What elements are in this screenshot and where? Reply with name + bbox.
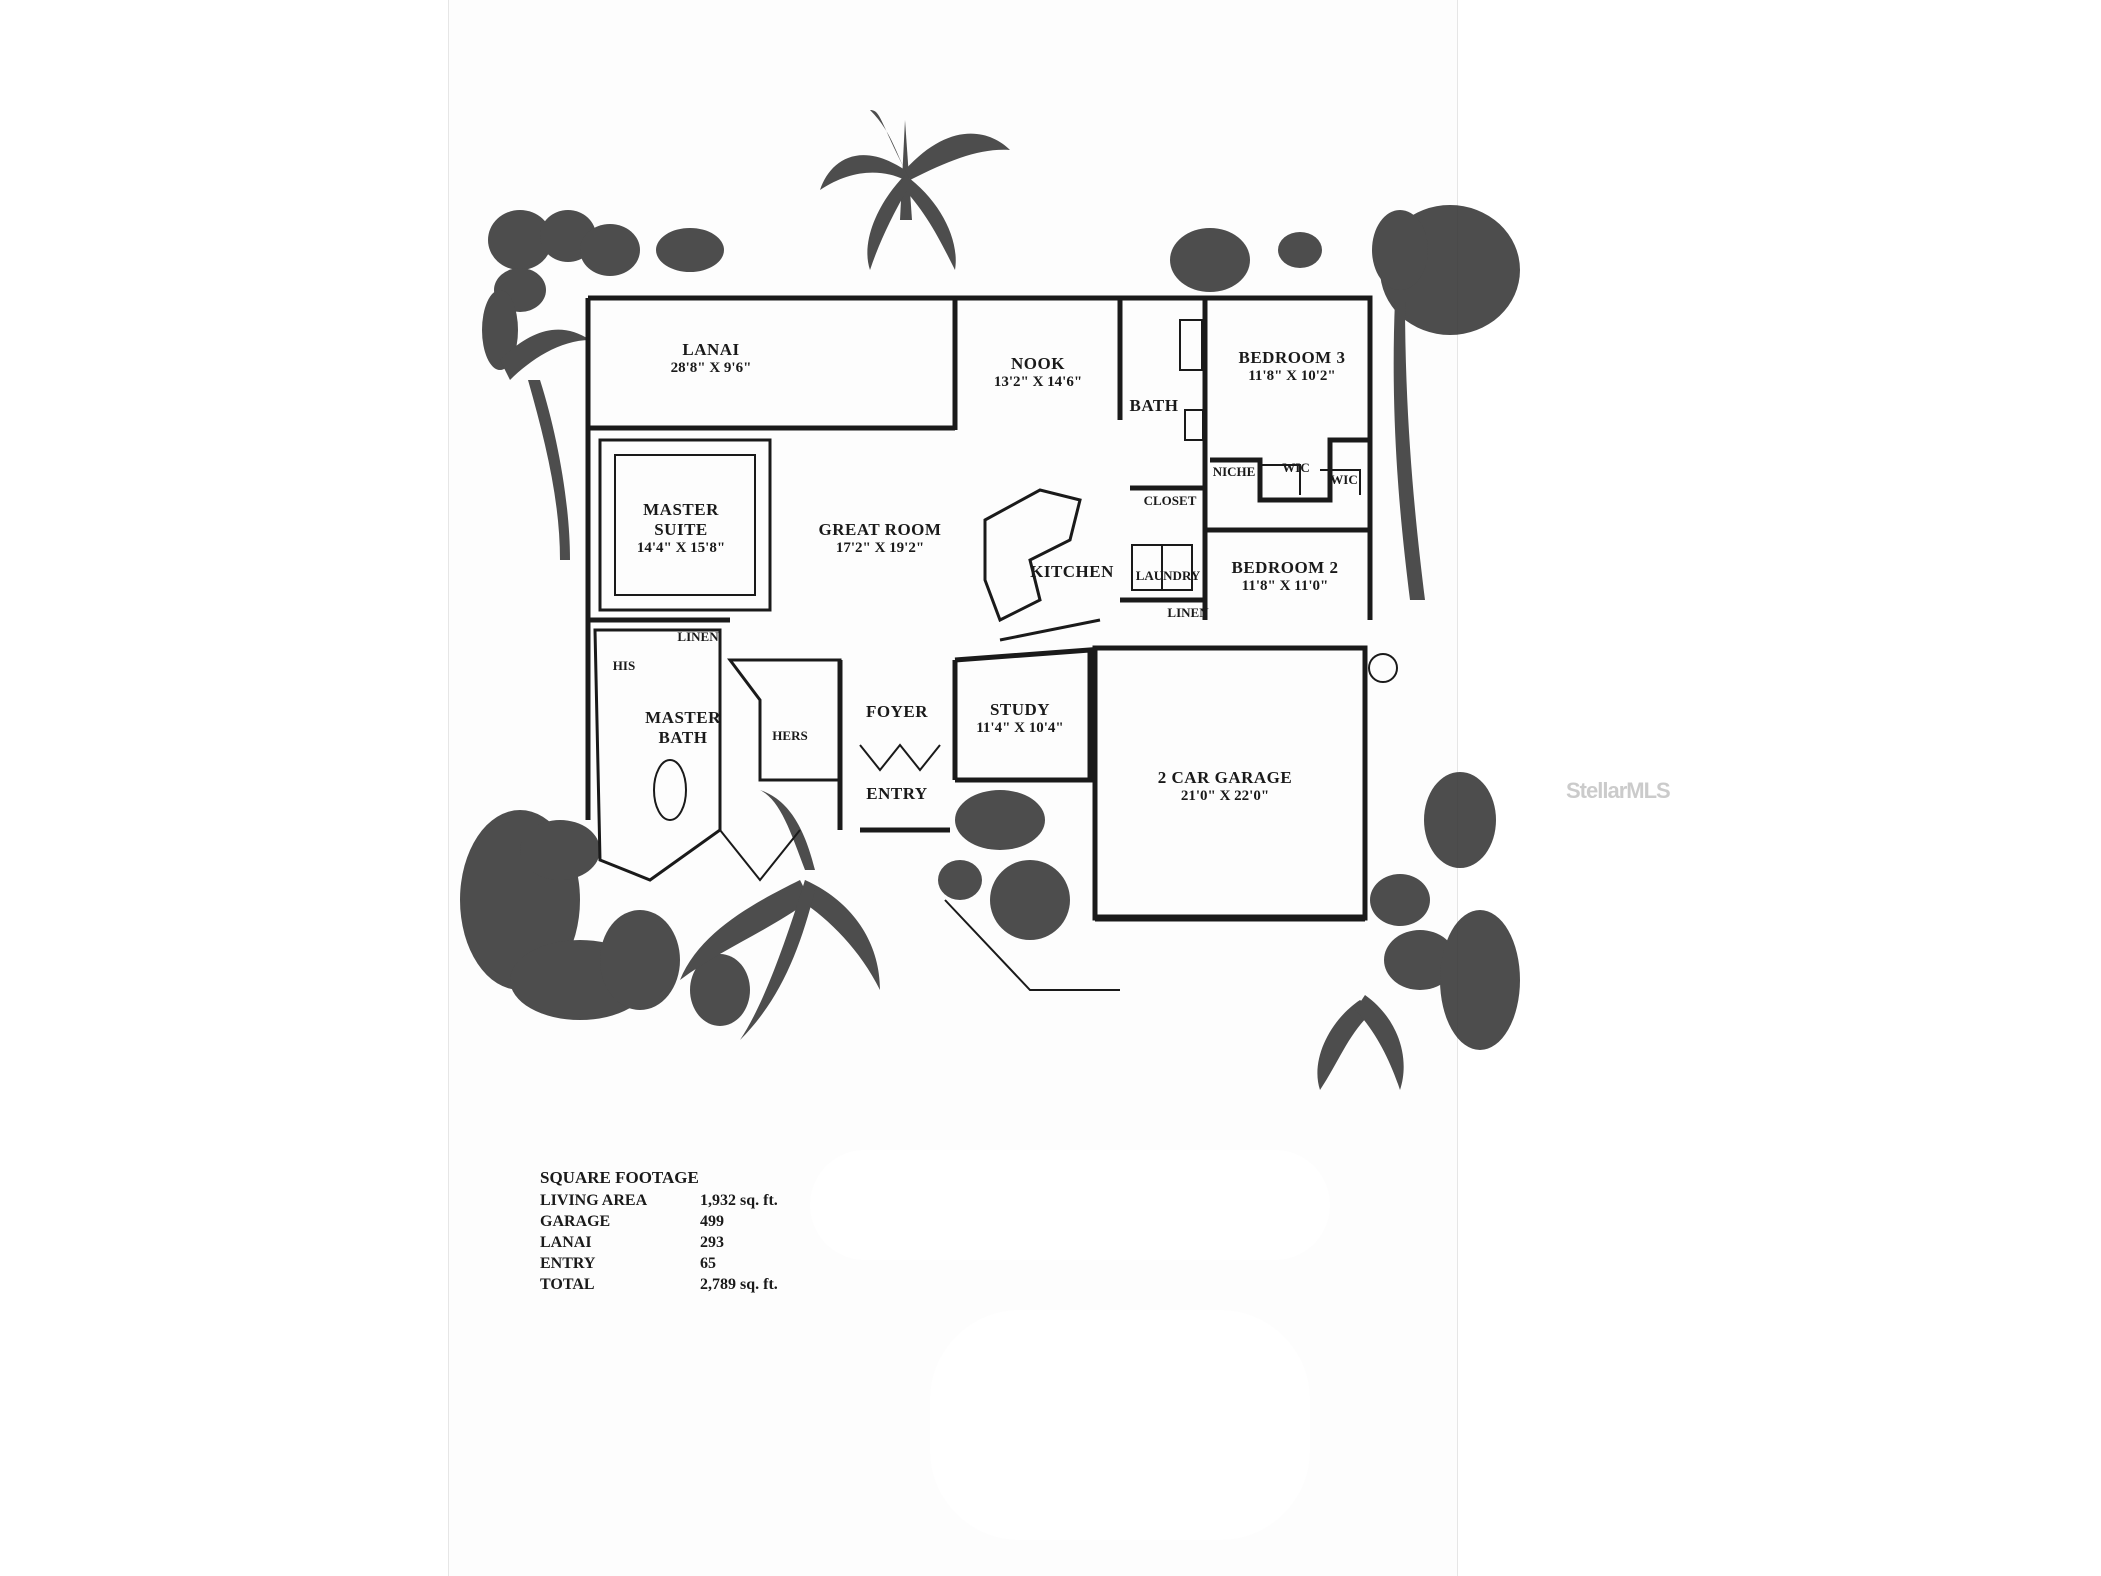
sqft-row: LANAI 293: [540, 1233, 724, 1251]
master-suite-label: MASTER SUITE 14'4" X 15'8": [636, 500, 726, 556]
wic-label-1: WIC: [1282, 460, 1310, 475]
bath-label: BATH: [1129, 396, 1179, 415]
master-bath-label: MASTER BATH: [645, 708, 721, 747]
laundry-label: LAUNDRY: [1135, 568, 1201, 583]
his-label: HIS: [612, 658, 636, 673]
stellar-mls-watermark: StellarMLS: [1566, 778, 1671, 803]
square-footage-title: SQUARE FOOTAGE: [540, 1168, 699, 1187]
foyer-label: FOYER: [866, 702, 928, 721]
walls: [585, 295, 1373, 991]
niche-label: NICHE: [1212, 464, 1256, 479]
square-footage-table: SQUARE FOOTAGE LIVING AREA 1,932 sq. ft.…: [540, 1168, 800, 1295]
foliage: [460, 110, 1520, 1090]
closet-label: CLOSET: [1143, 493, 1197, 508]
linen-laundry-label: LINEN: [1167, 605, 1209, 620]
sqft-row: ENTRY 65: [540, 1254, 716, 1272]
bedroom3-label: BEDROOM 3 11'8" X 10'2": [1238, 348, 1346, 384]
wic-label-2: WIC: [1330, 472, 1358, 487]
linen-master-label: LINEN: [677, 629, 719, 644]
redaction-blob-1: [810, 1150, 1330, 1260]
sqft-row: GARAGE 499: [540, 1212, 724, 1230]
sqft-row: LIVING AREA 1,932 sq. ft.: [540, 1191, 778, 1209]
kitchen-label: KITCHEN: [1030, 562, 1114, 581]
fixtures: [653, 319, 1398, 821]
redaction-blob-2: [930, 1310, 1310, 1540]
entry-label: ENTRY: [866, 784, 928, 803]
study-label: STUDY 11'4" X 10'4": [976, 700, 1064, 736]
hers-label: HERS: [772, 728, 808, 743]
great-room-label: GREAT ROOM 17'2" X 19'2": [818, 520, 942, 556]
nook-label: NOOK 13'2" X 14'6": [993, 354, 1083, 390]
garage-label: 2 CAR GARAGE 21'0" X 22'0": [1157, 768, 1293, 804]
bedroom2-label: BEDROOM 2 11'8" X 11'0": [1231, 558, 1339, 594]
lanai-label: LANAI 28'8" X 9'6": [670, 340, 752, 376]
sqft-row: TOTAL 2,789 sq. ft.: [540, 1275, 778, 1293]
